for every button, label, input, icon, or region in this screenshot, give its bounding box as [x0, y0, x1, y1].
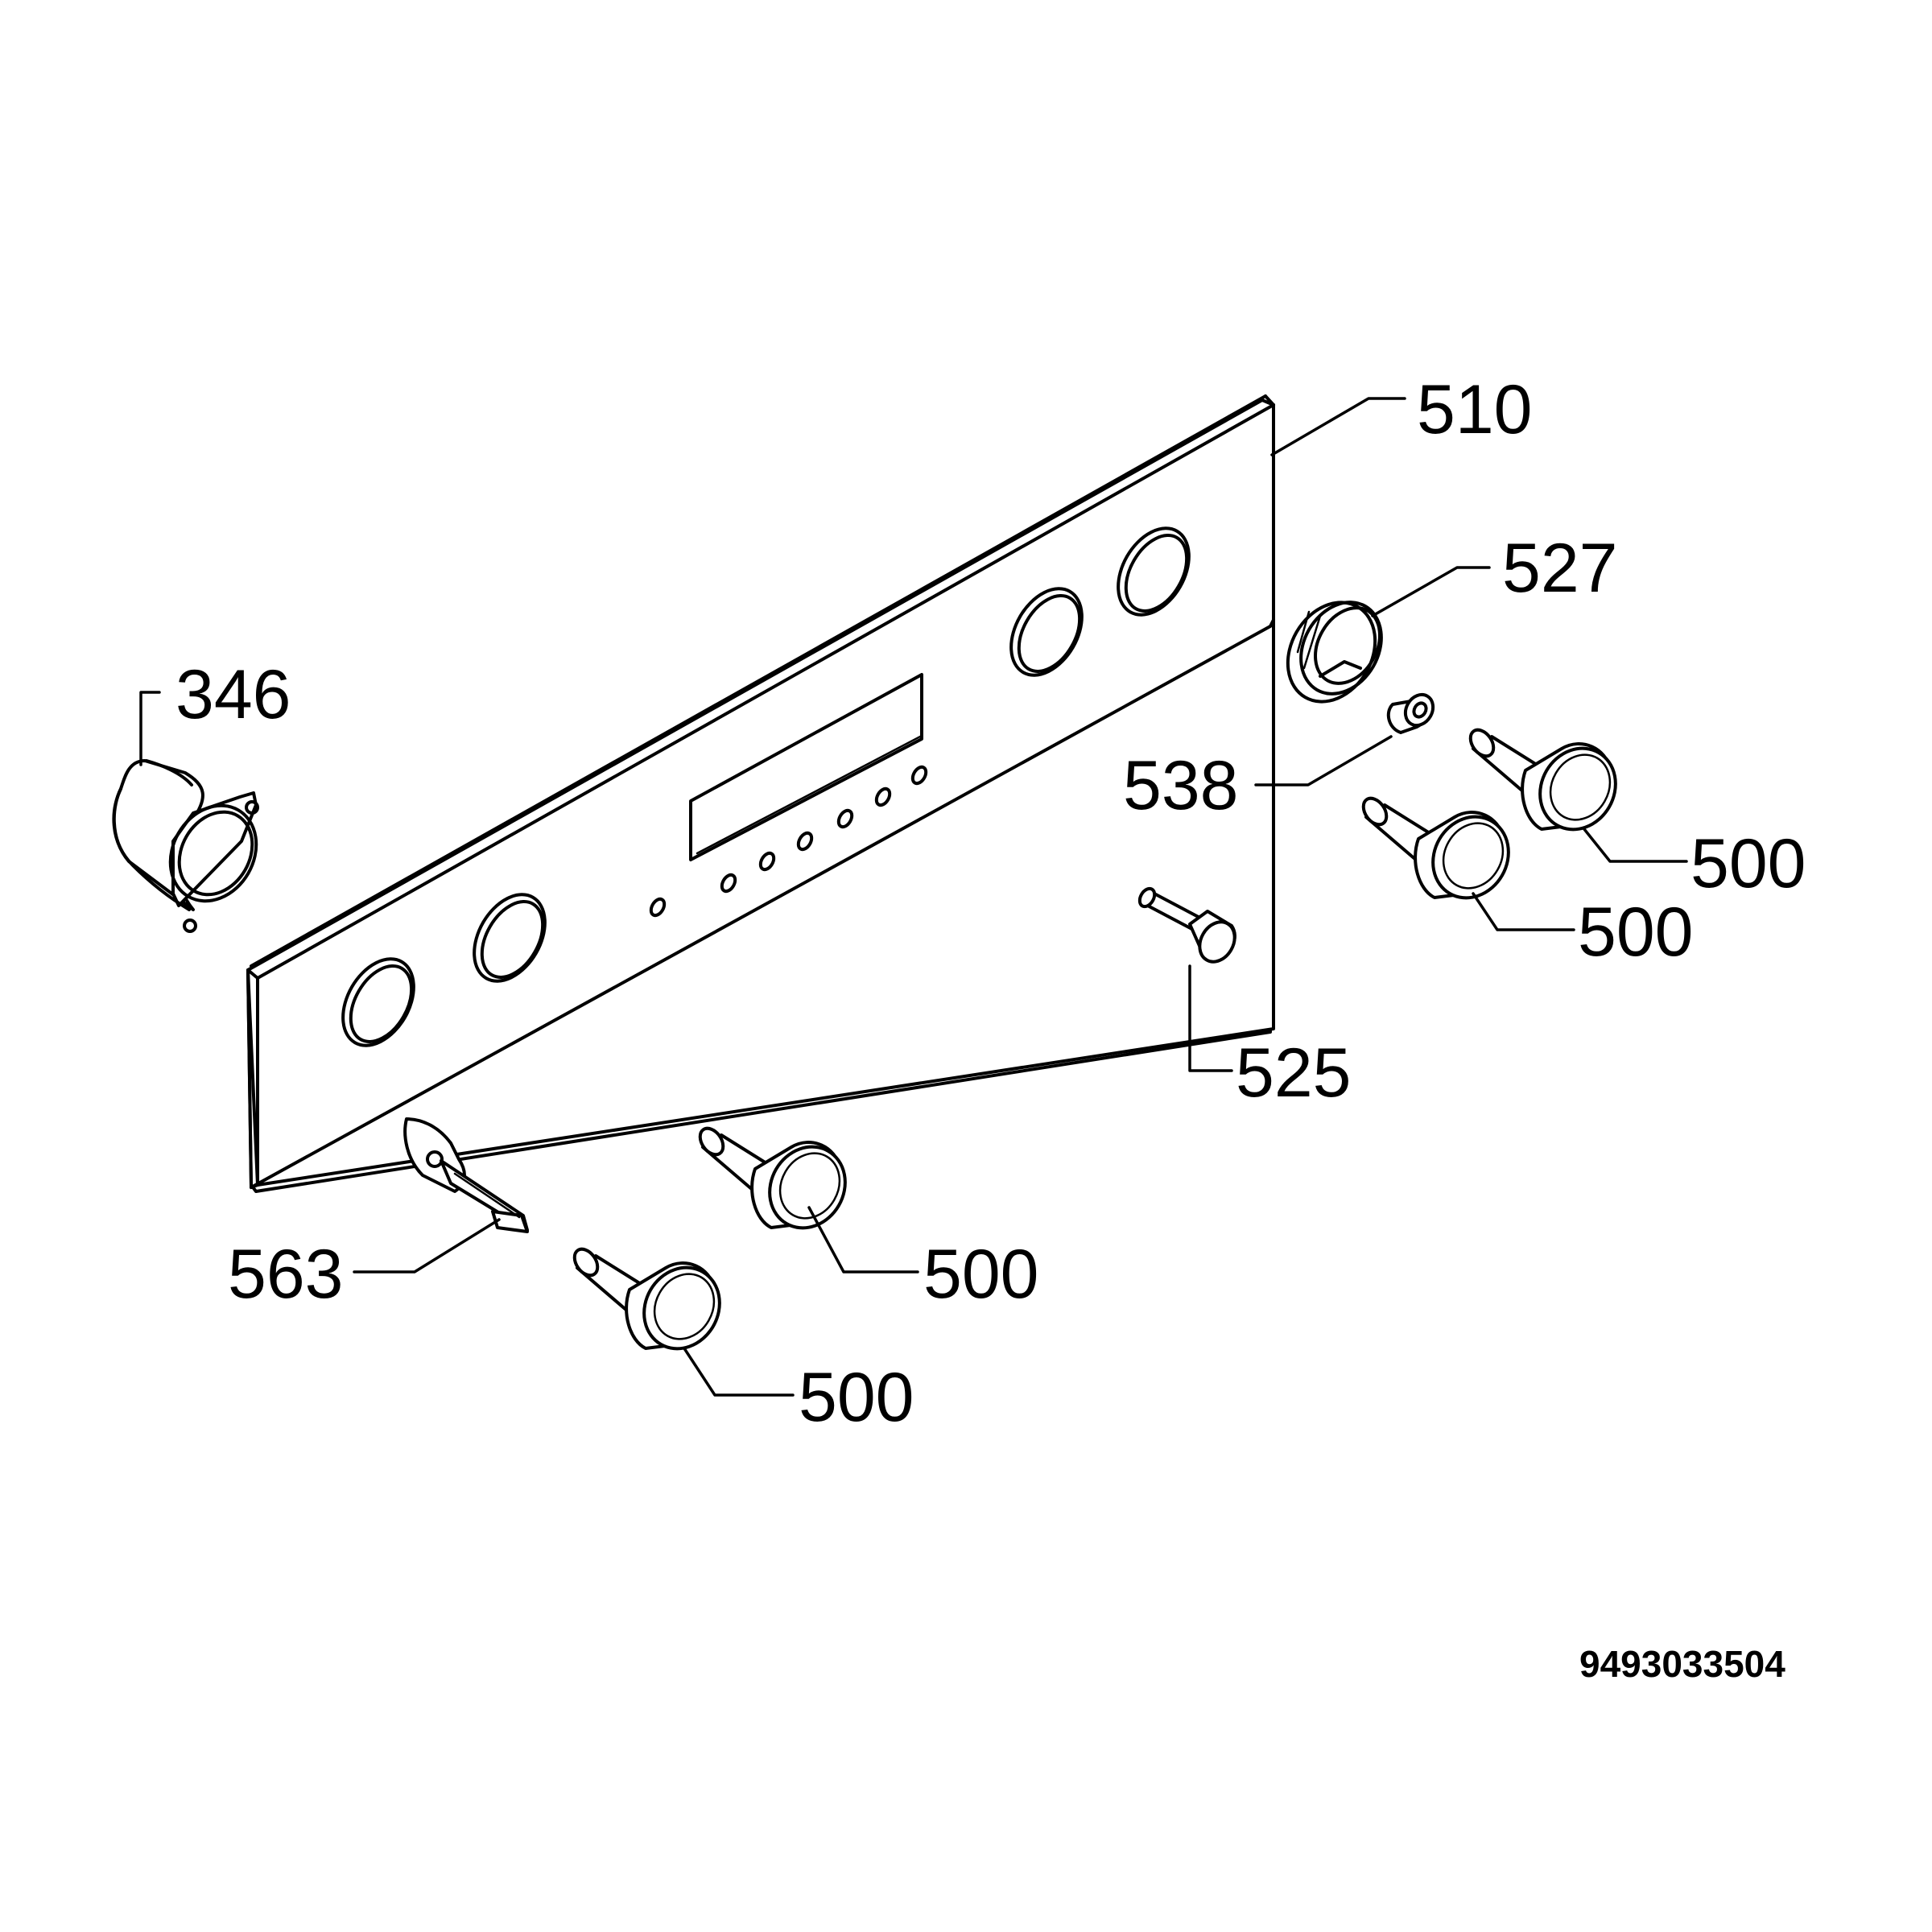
label-346: 346 — [175, 656, 291, 733]
label-500-c: 500 — [923, 1236, 1039, 1313]
display-window — [689, 673, 923, 861]
label-500-a: 500 — [1690, 825, 1806, 902]
knob-hole-4 — [1117, 526, 1191, 617]
knob-hole-1 — [341, 957, 415, 1047]
knob-500-lower-center — [698, 1126, 847, 1230]
label-563: 563 — [228, 1236, 344, 1313]
part-527-bezel-ring — [1286, 601, 1383, 704]
control-panel-510 — [246, 394, 1275, 1193]
part-346-timer-module — [112, 759, 259, 933]
label-500-b: 500 — [1578, 894, 1694, 971]
part-525-push-pin — [1137, 886, 1236, 964]
label-525: 525 — [1236, 1034, 1352, 1112]
part-563-bracket — [403, 1117, 529, 1233]
label-510: 510 — [1417, 371, 1533, 448]
part-538-bushing — [1386, 692, 1435, 734]
knob-hole-3 — [1009, 587, 1084, 677]
label-538: 538 — [1123, 747, 1239, 824]
button-holes — [649, 765, 928, 918]
label-500-d: 500 — [799, 1359, 914, 1436]
knob-500-mid-right — [1361, 796, 1510, 900]
knob-500-upper-right — [1468, 728, 1617, 832]
label-527: 527 — [1502, 530, 1618, 607]
document-number: 9493033504 — [1579, 1643, 1785, 1685]
panel-knob-holes — [341, 526, 1191, 1047]
knob-500-lower-left — [572, 1247, 721, 1351]
leader-lines — [139, 397, 1688, 1397]
knob-hole-2 — [473, 893, 547, 983]
